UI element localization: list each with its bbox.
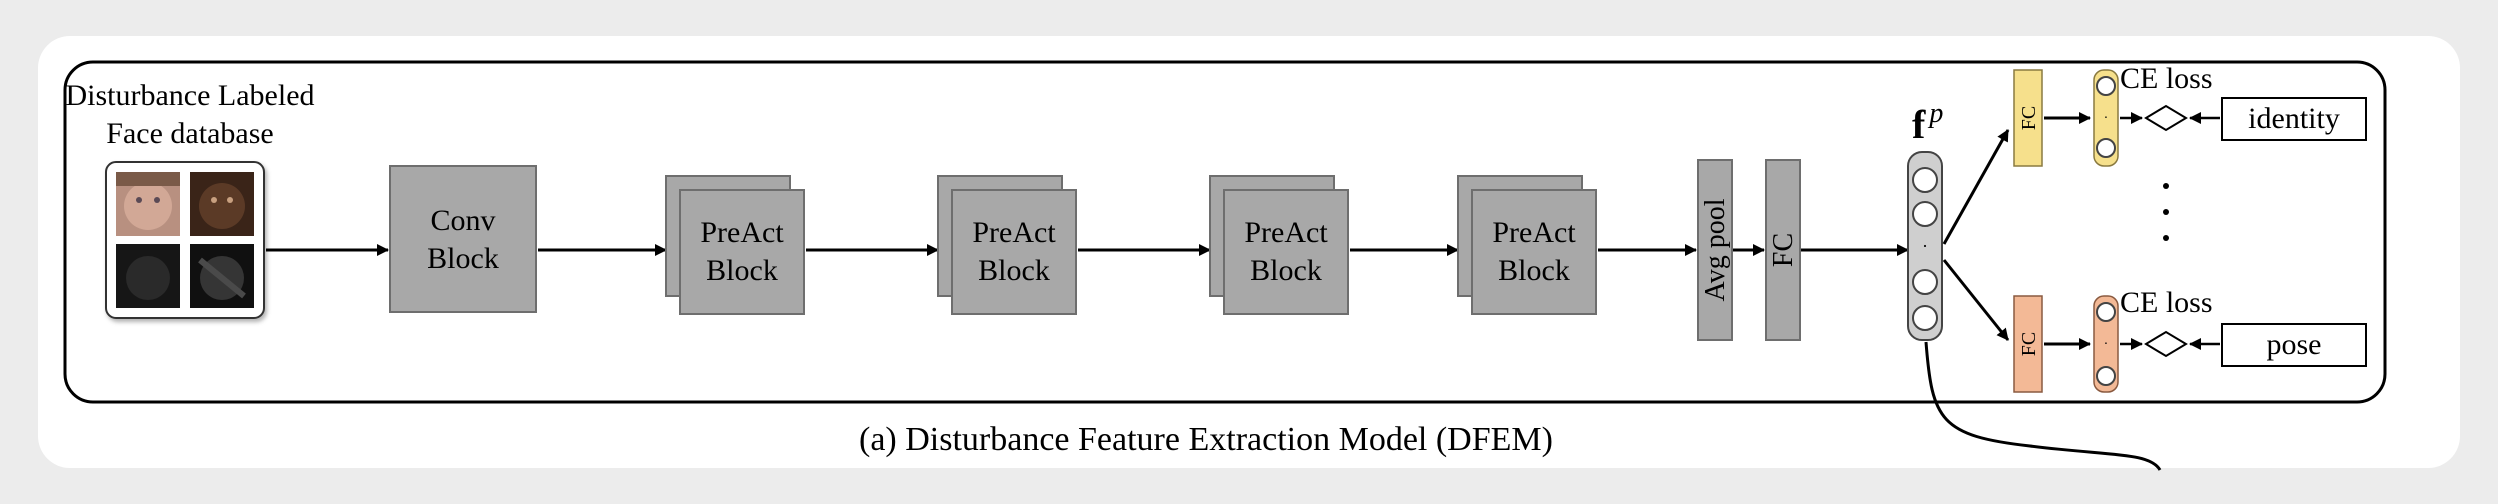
fc-label: FC	[1768, 233, 1799, 267]
conv-block: Conv Block	[389, 165, 537, 313]
pose-fc-block	[2013, 295, 2043, 393]
identity-fc-label: FC	[2018, 106, 2040, 130]
pose-label-box	[2221, 323, 2367, 367]
conv-block-label-line1: Conv	[430, 204, 495, 237]
identity-label: identity	[2248, 102, 2340, 135]
svg-text:·: ·	[2104, 111, 2109, 126]
preact-block-3: PreAct Block	[1209, 175, 1349, 315]
preact-block-3-line1: PreAct	[1244, 216, 1328, 249]
avg-pool-block: Avg pool	[1697, 159, 1733, 341]
svg-text:·: ·	[2104, 337, 2109, 352]
identity-fc-block	[2013, 69, 2043, 167]
preact-block-3-line2: Block	[1250, 254, 1322, 287]
preact-block-4-line1: PreAct	[1492, 216, 1576, 249]
preact-block-2: PreAct Block	[937, 175, 1077, 315]
database-label-line1: Disturbance Labeled	[65, 79, 314, 112]
arrow-to-pose-branch	[1942, 259, 2010, 341]
preact-block-1-line2: Block	[706, 254, 778, 287]
preact-block-2-line2: Block	[978, 254, 1050, 287]
preact-block-2-line1: PreAct	[972, 216, 1056, 249]
pose-fc-label: FC	[2018, 332, 2040, 356]
pose-label: pose	[2267, 328, 2322, 361]
identity-label-box	[2221, 97, 2367, 141]
avg-pool-label: Avg pool	[1700, 198, 1731, 301]
model-frame	[63, 60, 2387, 404]
identity-ce-loss-label: CE loss	[2120, 62, 2213, 95]
fc-block: FC	[1765, 159, 1801, 341]
feature-output-curve	[1924, 341, 2162, 471]
preact-block-1: PreAct Block	[665, 175, 805, 315]
preact-block-1-line1: PreAct	[700, 216, 784, 249]
conv-block-label-line2: Block	[427, 242, 499, 275]
preact-block-4: PreAct Block	[1457, 175, 1597, 315]
branch-ellipsis	[2163, 183, 2169, 241]
pose-loss-node	[2144, 330, 2188, 358]
identity-branch: FC · CE loss identity	[2013, 62, 2367, 167]
svg-text:·: ·	[1922, 236, 1928, 256]
arrow-to-identity-branch	[1942, 129, 2010, 245]
figure-caption: (a) Disturbance Feature Extraction Model…	[859, 421, 1553, 458]
face-database-image	[105, 161, 265, 319]
preact-block-4-line2: Block	[1498, 254, 1570, 287]
pose-branch: FC · CE loss pose	[2013, 286, 2367, 393]
feature-superscript: p	[1927, 98, 1943, 129]
identity-loss-node	[2144, 104, 2188, 132]
pose-ce-loss-label: CE loss	[2120, 286, 2213, 319]
database-label-line2: Face database	[106, 117, 273, 150]
feature-vector: ·	[1907, 151, 1943, 341]
